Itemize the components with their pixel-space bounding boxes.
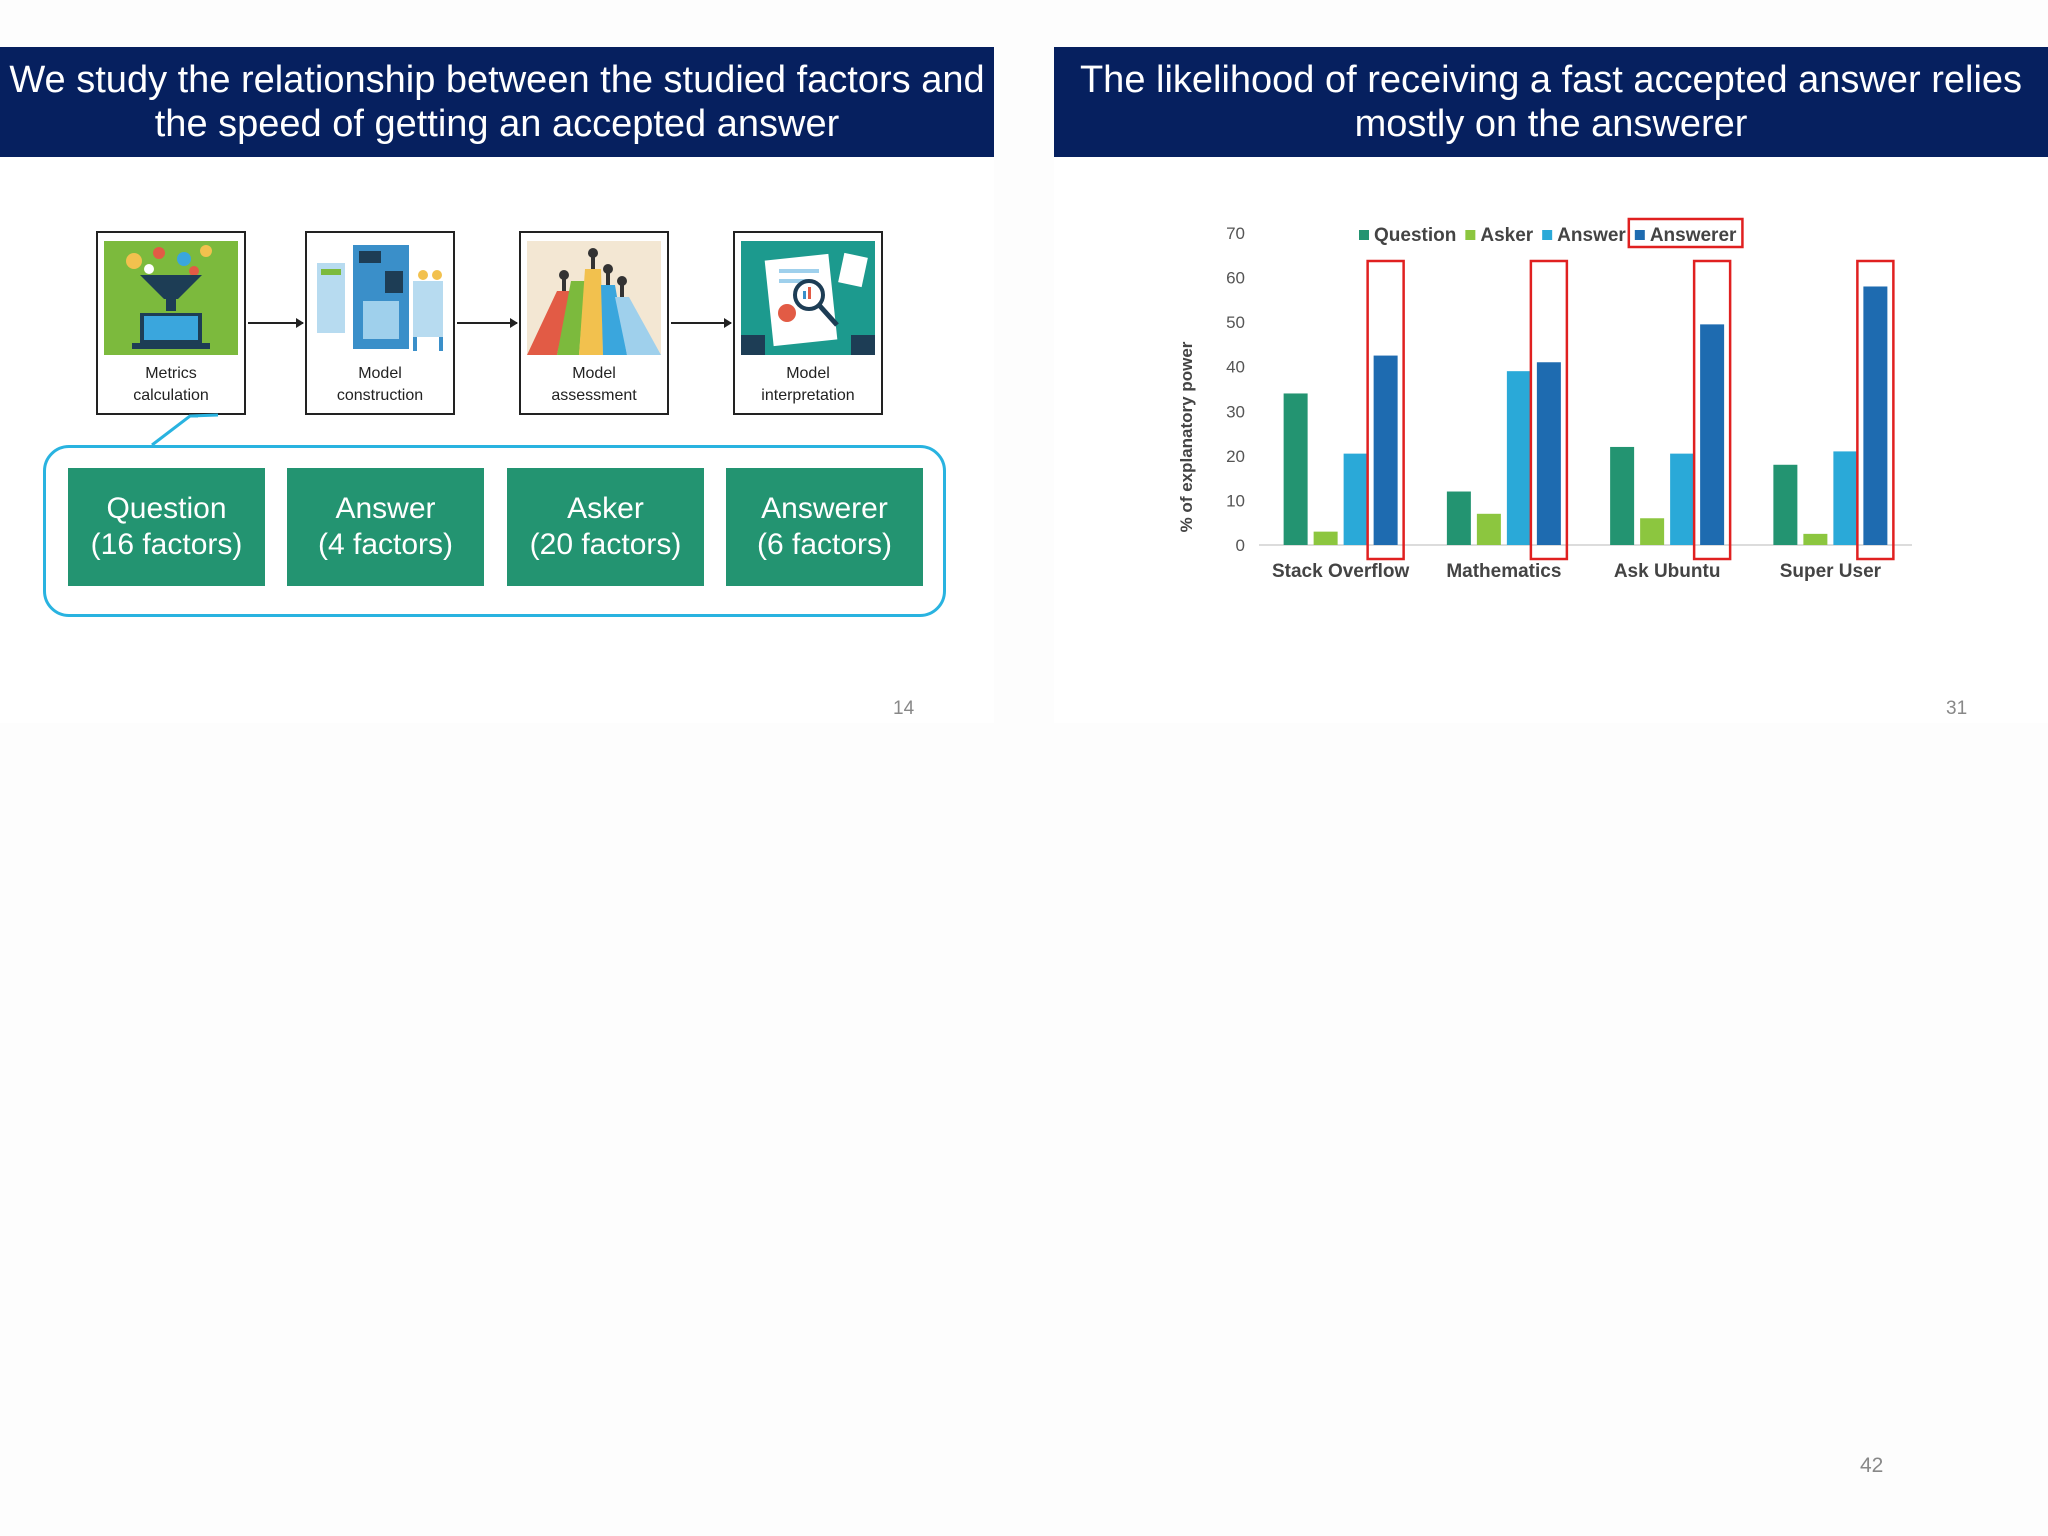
bar-answer-0 — [1343, 453, 1368, 545]
step-label: Model interpretation — [761, 365, 855, 404]
factor-question: Question (16 factors) — [68, 468, 265, 586]
y-tick-label: 10 — [1226, 491, 1245, 510]
y-tick-label: 0 — [1236, 536, 1245, 555]
process-step-assessment: Model assessment — [519, 231, 669, 415]
magnifier-report-icon — [741, 241, 875, 355]
category-label: Mathematics — [1446, 561, 1561, 582]
bar-chart: % of explanatory power 0 10 20 30 40 50 60 70St… — [1177, 217, 1912, 582]
podium-chart-icon — [527, 241, 661, 355]
category-label: Super User — [1780, 561, 1882, 582]
legend-swatch — [1634, 230, 1645, 240]
legend-highlight-box — [1627, 217, 1744, 249]
slide-page-number: 14 — [893, 698, 915, 719]
bar-answer-1 — [1506, 371, 1531, 545]
process-step-construction: Model construction — [305, 231, 455, 415]
bar-answerer-2 — [1700, 324, 1725, 545]
slide-title-line-1: The likelihood of receiving a fast accep… — [1079, 59, 2023, 101]
bar-answerer-1 — [1536, 362, 1561, 545]
bar-answerer-3 — [1863, 286, 1888, 545]
bar-asker-3 — [1803, 533, 1828, 545]
step-label: Metrics calculation — [133, 365, 209, 404]
bar-question-2 — [1610, 446, 1635, 545]
slide-title-line-1: We study the relationship between the st… — [9, 59, 985, 101]
slide-title-line-2: mostly on the answerer — [1354, 103, 1748, 145]
y-tick-label: 20 — [1226, 447, 1245, 466]
slide-title-banner: The likelihood of receiving a fast accep… — [1054, 47, 2048, 157]
legend-swatch — [1542, 230, 1553, 240]
y-tick-label: 50 — [1226, 313, 1245, 332]
category-label: Ask Ubuntu — [1614, 561, 1721, 582]
page-number: 42 — [1860, 1454, 1884, 1477]
legend-label: Answer — [1557, 225, 1626, 246]
slide-page-number: 31 — [1946, 698, 1968, 719]
funnel-laptop-icon — [104, 241, 238, 355]
legend-swatch — [1359, 230, 1369, 240]
step-label: Model assessment — [551, 365, 637, 404]
bar-question-1 — [1446, 491, 1471, 545]
bar-answer-2 — [1670, 453, 1695, 545]
arrow-1 — [248, 318, 304, 328]
highlight-box — [1692, 259, 1732, 561]
factor-group-outline — [43, 445, 946, 617]
process-step-interpretation: Model interpretation — [733, 231, 883, 415]
factor-asker: Asker (20 factors) — [507, 468, 704, 586]
legend-label: Asker — [1480, 225, 1533, 246]
highlight-box — [1529, 259, 1569, 561]
bar-asker-0 — [1313, 531, 1338, 545]
slide-title-banner: We study the relationship between the st… — [0, 47, 994, 157]
y-axis-label: % of explanatory power — [1177, 341, 1196, 532]
slide-right: The likelihood of receiving a fast accep… — [1054, 47, 2048, 723]
legend-swatch — [1465, 230, 1476, 240]
machine-icon — [313, 241, 447, 355]
y-tick-label: 60 — [1226, 269, 1245, 288]
highlight-box — [1856, 259, 1895, 561]
bar-asker-1 — [1476, 513, 1501, 545]
y-tick-label: 70 — [1226, 224, 1245, 243]
bar-asker-2 — [1640, 518, 1665, 545]
slide-title-line-2: the speed of getting an accepted answer — [154, 103, 840, 145]
arrow-2 — [457, 318, 518, 328]
step-label: Model construction — [336, 365, 424, 404]
factor-answer: Answer (4 factors) — [287, 468, 484, 586]
y-tick-label: 40 — [1226, 358, 1245, 377]
legend-label: Answerer — [1650, 225, 1737, 246]
bar-question-0 — [1283, 393, 1308, 545]
process-step-metrics: Metrics calculation — [96, 231, 246, 415]
slide-left: We study the relationship between the st… — [0, 47, 994, 723]
bar-question-3 — [1773, 464, 1798, 545]
arrow-3 — [671, 318, 732, 328]
y-tick-label: 30 — [1226, 402, 1245, 421]
category-label: Stack Overflow — [1272, 561, 1409, 582]
callout-pointer — [151, 413, 219, 447]
factor-answerer: Answerer (6 factors) — [726, 468, 923, 586]
bar-answerer-0 — [1373, 355, 1398, 545]
legend-label: Question — [1374, 225, 1456, 246]
bar-answer-3 — [1833, 451, 1858, 545]
highlight-box — [1366, 259, 1405, 561]
